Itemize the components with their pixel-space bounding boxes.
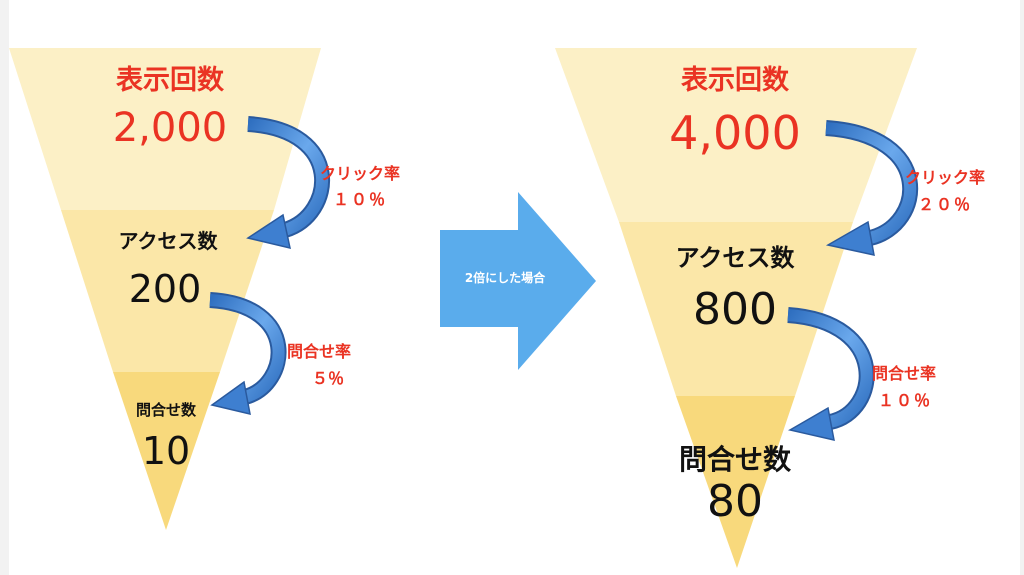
curved-arrow-inquiry-right-icon xyxy=(787,307,875,441)
transition-arrow-icon xyxy=(440,192,596,370)
left-inquiry-rate-label: 問合せ率 xyxy=(287,342,352,361)
right-inquiry-rate-label: 問合せ率 xyxy=(872,364,937,383)
left-impressions-label: 表示回数 xyxy=(116,65,224,96)
right-inquiry-label: 問合せ数 xyxy=(678,443,791,476)
right-access-value: 800 xyxy=(693,284,777,335)
funnel-right-tier-impressions xyxy=(555,48,917,222)
left-access-label: アクセス数 xyxy=(118,229,218,253)
left-access-value: 200 xyxy=(128,267,202,311)
right-click-rate-value: ２０％ xyxy=(918,195,973,214)
funnel-right-tier-inquiry xyxy=(676,396,795,568)
right-inquiry-value: 80 xyxy=(707,476,763,527)
right-click-rate-label: クリック率 xyxy=(905,168,986,187)
curved-arrow-click-right-icon xyxy=(825,120,919,256)
left-inquiry-value: 10 xyxy=(141,429,191,473)
funnel-left-tier-inquiry xyxy=(113,372,220,530)
left-impressions-value: 2,000 xyxy=(112,105,228,151)
funnel-right-tier-access xyxy=(619,222,853,396)
left-inquiry-rate-value: ５％ xyxy=(312,369,345,388)
left-click-rate-value: １０％ xyxy=(333,190,388,209)
left-click-rate-label: クリック率 xyxy=(320,164,401,183)
left-inquiry-label: 問合せ数 xyxy=(135,401,196,419)
curved-arrow-inquiry-left-icon xyxy=(209,292,287,415)
right-access-label: アクセス数 xyxy=(675,244,795,272)
funnel-left-tier-impressions xyxy=(9,48,321,210)
funnel-left-tier-access xyxy=(61,210,274,372)
right-impressions-label: 表示回数 xyxy=(681,65,789,96)
right-impressions-value: 4,000 xyxy=(669,106,801,160)
transition-label: 2倍にした場合 xyxy=(464,271,546,285)
curved-arrow-click-left-icon xyxy=(246,116,331,250)
right-inquiry-rate-value: １０％ xyxy=(878,391,933,410)
